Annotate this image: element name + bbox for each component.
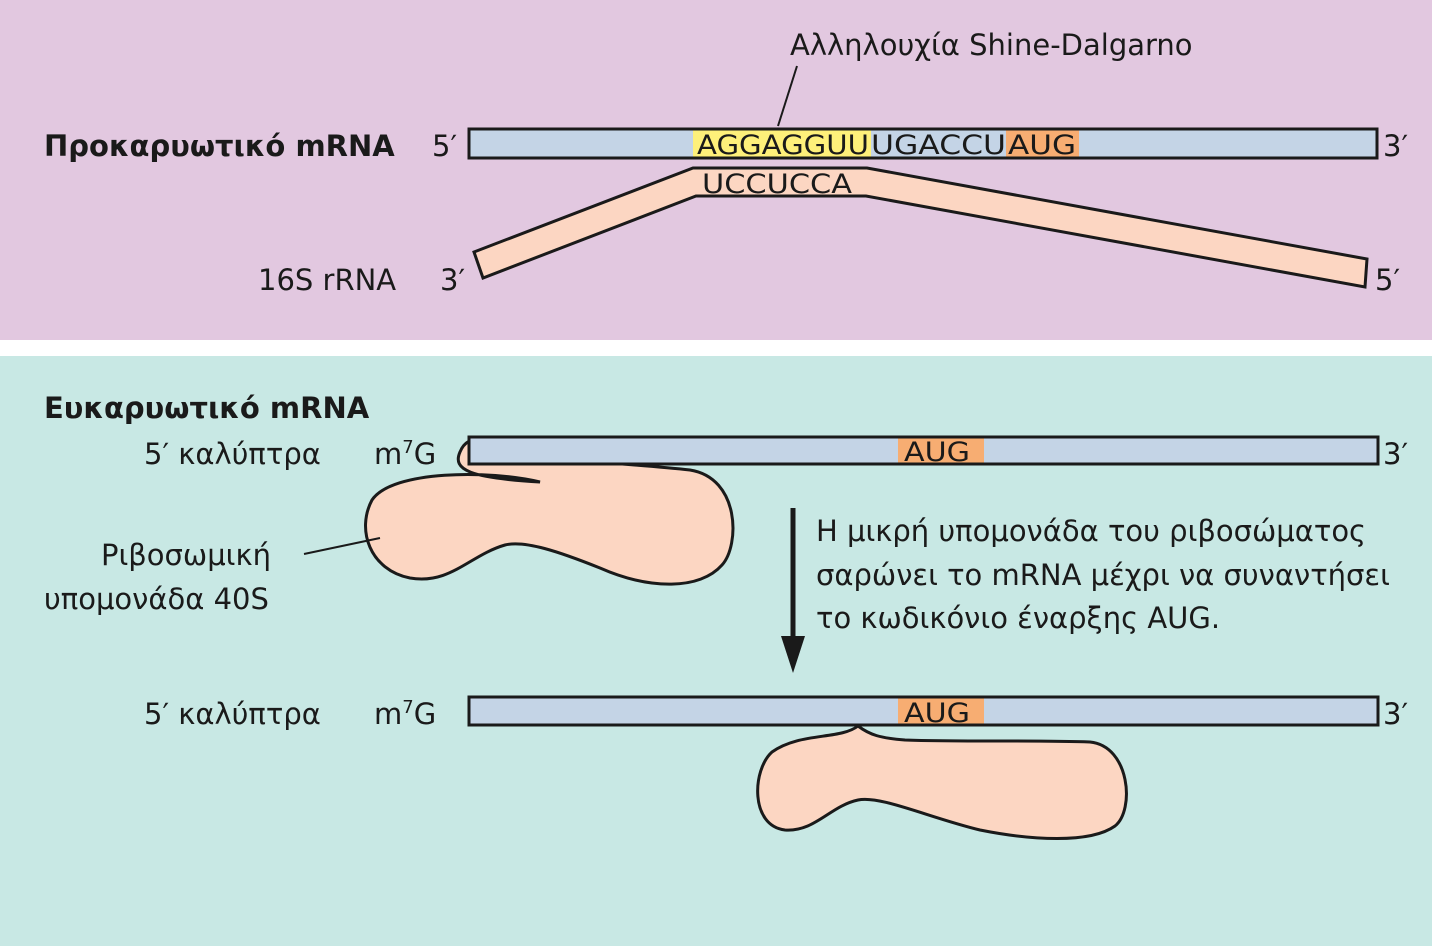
prokaryote-mrna-3prime: 3′: [1383, 129, 1408, 163]
eukaryote-aug-highlight-top: [898, 438, 984, 463]
shine-dalgarno-label: Αλληλουχία Shine-Dalgarno: [790, 28, 1193, 62]
sd-sequence: AGGAGGUU: [697, 130, 869, 161]
eukaryote-title: Ευκαρυωτικό mRNA: [44, 391, 370, 425]
scan-text-line2: σαρώνει το mRNA μέχρι να συναντήσει: [816, 558, 1390, 592]
spacer-sequence: UGACCU: [871, 130, 1006, 161]
prokaryote-mrna-5prime: 5′: [432, 129, 457, 163]
rrna-label: 16S rRNA: [258, 263, 396, 297]
cap-label-bottom: 5′ καλύπτρα: [144, 697, 321, 731]
eukaryote-start-codon-top: AUG: [904, 437, 970, 468]
rrna-3prime: 3′: [440, 263, 465, 297]
ribosome-label-line2: υπομονάδα 40S: [44, 582, 269, 616]
ribosome-label-pointer: [303, 537, 381, 555]
cap-structure-top: m7G: [374, 437, 436, 471]
eukaryote-mrna-3prime-top: 3′: [1383, 437, 1408, 471]
prokaryote-mrna-strand: [467, 127, 1379, 160]
eukaryote-mrna-3prime-bottom: 3′: [1383, 697, 1408, 731]
scanning-arrow-head: [781, 636, 805, 673]
scan-text-line1: Η μικρή υπομονάδα του ριβοσώματος: [816, 514, 1366, 548]
ribosome-40s-at-aug: [756, 724, 1128, 840]
prokaryote-start-codon: AUG: [1008, 130, 1076, 161]
eukaryote-aug-highlight-bottom: [898, 698, 984, 724]
scan-text-line3: το κωδικόνιο έναρξης AUG.: [816, 601, 1220, 635]
rrna-16s-strand: [472, 166, 1369, 289]
rrna-5prime: 5′: [1375, 263, 1400, 297]
prokaryote-title: Προκαρυωτικό mRNA: [44, 129, 395, 163]
eukaryote-start-codon-bottom: AUG: [904, 698, 970, 729]
ribosome-label-line1: Ριβοσωμική: [101, 538, 271, 572]
cap-structure-bottom: m7G: [374, 697, 436, 731]
cap-label-top: 5′ καλύπτρα: [144, 437, 321, 471]
shine-dalgarno-pointer: [777, 65, 798, 127]
rrna-sequence: UCCUCCA: [702, 169, 853, 200]
prokaryote-aug-highlight: [1006, 130, 1079, 157]
shine-dalgarno-highlight: [693, 130, 871, 157]
